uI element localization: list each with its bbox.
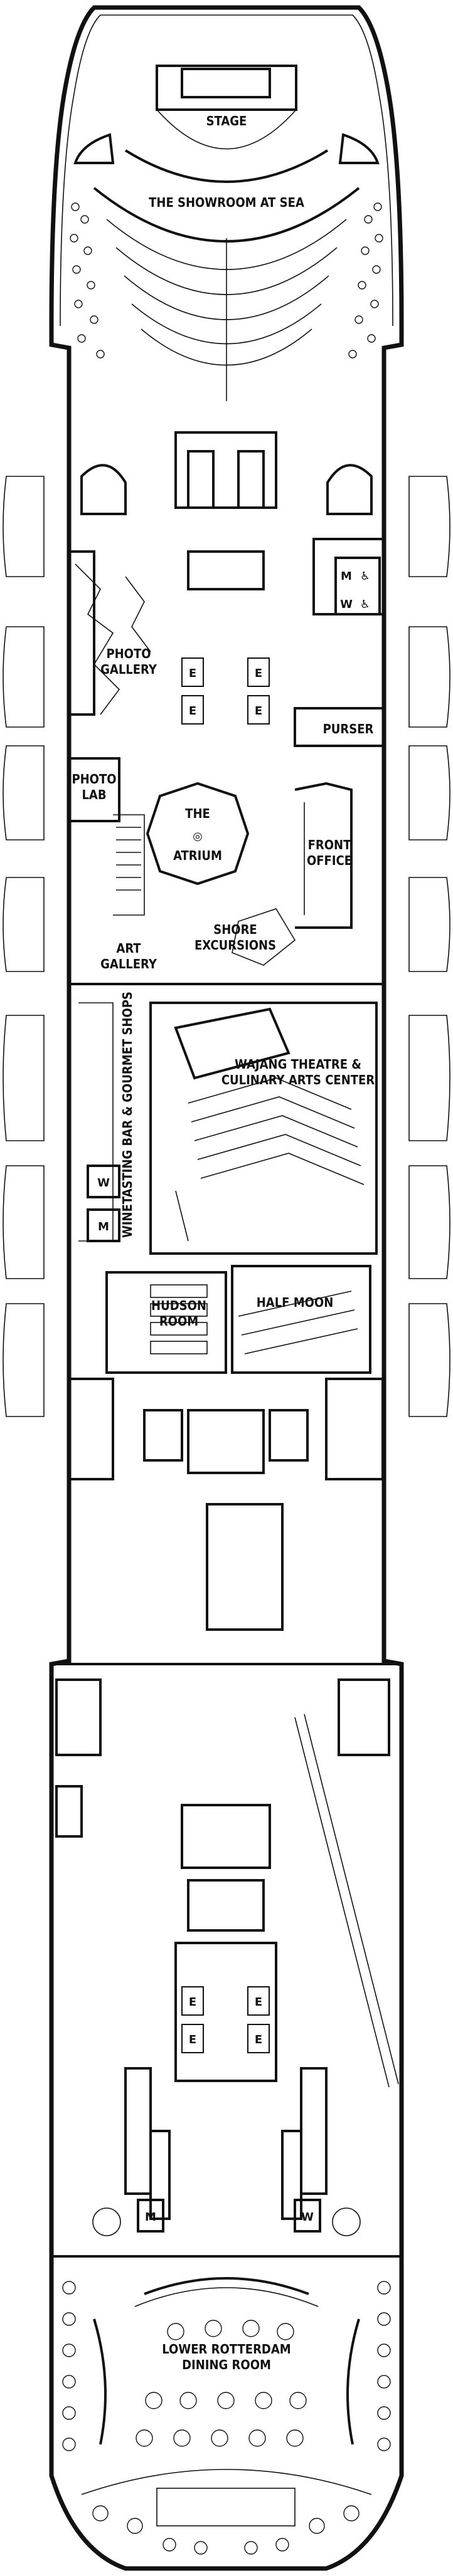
showroom-area [70, 65, 383, 401]
accessible-fwd-1: ♿ [360, 570, 370, 583]
photo-gallery-area [75, 563, 151, 715]
half-moon [231, 1265, 371, 1374]
elevator-fwd-1 [181, 657, 204, 687]
womens-room-fwd: W [340, 598, 353, 611]
dining-room [51, 2255, 402, 2526]
shore-label-2: EXCURSIONS [195, 938, 276, 953]
atrium [113, 782, 250, 916]
purser-label: PURSER [323, 721, 374, 736]
atrium-label-1: THE [185, 806, 210, 821]
elevator-aft-2-label: E [189, 2033, 196, 2046]
photo-gallery-label-1: PHOTO [106, 646, 151, 661]
atrium-mark: ◎ [193, 830, 203, 843]
elevator-aft-4 [247, 2024, 270, 2053]
art-gallery-label-1: ART [116, 941, 141, 956]
front-office-label-2: OFFICE [307, 853, 352, 868]
winetasting-label: WINETASTING BAR & GOURMET SHOPS [120, 992, 135, 1238]
elevator-aft-1 [181, 1986, 204, 2016]
midship-structures [51, 1378, 402, 2088]
atrium-label-2: ATRIUM [173, 848, 222, 863]
elevator-fwd-2 [181, 695, 204, 725]
dining-tables [62, 2281, 391, 2555]
accessible-fwd-2: ♿ [360, 598, 370, 611]
womens-room-mid: W [97, 1176, 110, 1190]
wajang-label-2: CULINARY ARTS CENTER [221, 1072, 375, 1087]
half-moon-label: HALF MOON [257, 1295, 334, 1310]
hudson-label-2: ROOM [159, 1314, 198, 1329]
showroom-seats [70, 202, 383, 359]
womens-room-aft: W [301, 2211, 314, 2224]
elevator-fwd-3 [247, 657, 270, 687]
art-gallery-label-2: GALLERY [100, 956, 157, 971]
elevator-aft-3-label: E [255, 1996, 262, 2009]
elevator-fwd-1-label: E [189, 667, 196, 680]
elevator-aft-2 [181, 2024, 204, 2053]
elevator-aft-4-label: E [255, 2033, 262, 2046]
mens-room-aft: M [145, 2211, 156, 2224]
hudson-room [105, 1271, 227, 1374]
elevator-aft-3 [247, 1986, 270, 2016]
wajang-label-1: WAJANG THEATRE & [235, 1057, 361, 1072]
stage-label: STAGE [206, 113, 247, 128]
shore-label-1: SHORE [213, 922, 257, 937]
photo-gallery-label-2: GALLERY [100, 662, 157, 677]
front-office-label-1: FRONT [308, 837, 352, 852]
photo-lab-label-1: PHOTO [72, 772, 116, 787]
column-aft-port [92, 2207, 121, 2236]
hudson-label-1: HUDSON [151, 1298, 206, 1313]
dining-label-2: DINING ROOM [182, 2357, 271, 2372]
elevator-fwd-4-label: E [255, 704, 262, 718]
photo-lab-label-2: LAB [82, 787, 106, 802]
hull-inner [60, 14, 393, 327]
elevator-aft-1-label: E [189, 1996, 196, 2009]
hull-outline [49, 5, 404, 2571]
wajang-theatre [149, 1002, 378, 1255]
dining-label-1: LOWER ROTTERDAM [162, 2342, 290, 2357]
lifeboats-port [3, 476, 45, 1417]
elevator-fwd-4 [247, 695, 270, 725]
forward-lobby [68, 431, 385, 716]
mens-room-mid: M [98, 1220, 109, 1233]
lifeboats-starboard [408, 476, 450, 1417]
column-aft-stbd [332, 2207, 361, 2236]
showroom-label: THE SHOWROOM AT SEA [149, 195, 304, 210]
elevator-fwd-2-label: E [189, 704, 196, 718]
aft-lobby [124, 1879, 328, 2220]
mens-room-fwd: M [341, 570, 352, 583]
elevator-fwd-3-label: E [255, 667, 262, 680]
